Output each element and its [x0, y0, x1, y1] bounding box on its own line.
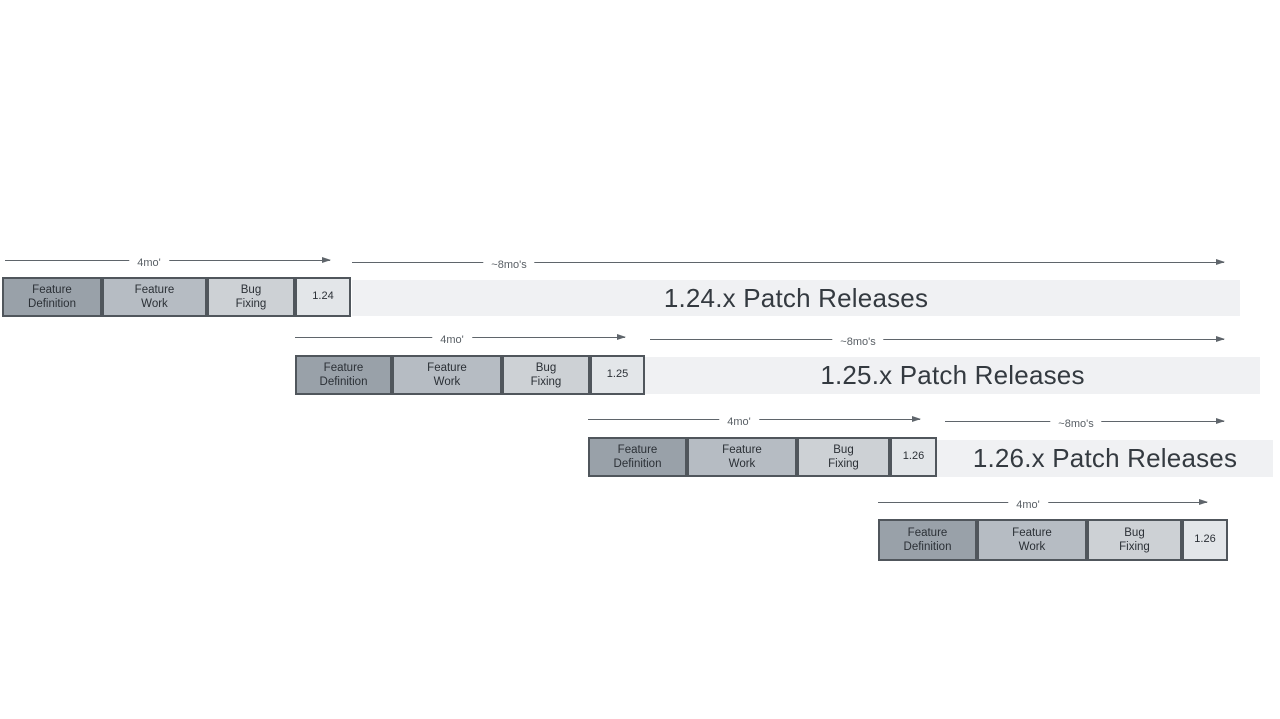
- patch-duration-arrow: ~8mo's: [352, 259, 1225, 274]
- phase-label: Feature Work: [722, 443, 762, 470]
- feature-work-box: Feature Work: [977, 519, 1087, 561]
- patch-releases-bar: 1.24.x Patch Releases: [352, 280, 1240, 316]
- version-box: 1.24: [295, 277, 351, 317]
- version-label: 1.26: [902, 450, 925, 463]
- patch-duration-label: ~8mo's: [832, 336, 884, 348]
- phase-label: Feature Definition: [903, 526, 952, 553]
- dev-duration-label: 4mo': [1008, 499, 1048, 511]
- phase-label: Bug Fixing: [530, 361, 562, 388]
- arrow-head-icon: [1199, 499, 1208, 505]
- feature-definition-box: Feature Definition: [878, 519, 977, 561]
- phase-label: Feature Definition: [319, 361, 368, 388]
- bug-fixing-box: Bug Fixing: [1087, 519, 1182, 561]
- patch-duration-label: ~8mo's: [483, 259, 535, 271]
- patch-releases-label: 1.26.x Patch Releases: [972, 443, 1238, 473]
- phase-label: Bug Fixing: [828, 443, 859, 470]
- version-label: 1.25: [606, 368, 629, 381]
- patch-releases-label: 1.24.x Patch Releases: [663, 282, 929, 313]
- dev-duration-arrow: 4mo': [878, 499, 1208, 514]
- phase-label: Feature Work: [1012, 526, 1052, 553]
- phase-label: Feature Definition: [613, 443, 662, 470]
- phase-label: Feature Work: [134, 283, 175, 310]
- feature-work-box: Feature Work: [392, 355, 502, 395]
- feature-work-box: Feature Work: [687, 437, 797, 477]
- bug-fixing-box: Bug Fixing: [502, 355, 590, 395]
- phase-label: Feature Definition: [28, 283, 76, 310]
- version-label: 1.24: [312, 290, 334, 303]
- dev-duration-arrow: 4mo': [5, 257, 331, 272]
- phase-label: Bug Fixing: [1119, 526, 1150, 553]
- dev-duration-arrow: 4mo': [295, 334, 626, 349]
- feature-definition-box: Feature Definition: [588, 437, 687, 477]
- feature-definition-box: Feature Definition: [2, 277, 102, 317]
- patch-releases-label: 1.25.x Patch Releases: [820, 360, 1085, 390]
- version-box: 1.26: [1182, 519, 1228, 561]
- dev-duration-label: 4mo': [129, 257, 169, 269]
- bug-fixing-box: Bug Fixing: [797, 437, 890, 477]
- patch-duration-label: ~8mo's: [1050, 418, 1102, 430]
- dev-duration-label: 4mo': [432, 334, 472, 346]
- phase-label: Feature Work: [427, 361, 467, 388]
- phase-label: Bug Fixing: [235, 283, 267, 310]
- arrow-line: [650, 339, 1224, 340]
- patch-releases-bar: 1.25.x Patch Releases: [645, 357, 1260, 394]
- arrow-head-icon: [1216, 259, 1225, 265]
- feature-definition-box: Feature Definition: [295, 355, 392, 395]
- patch-releases-bar: 1.26.x Patch Releases: [937, 440, 1273, 477]
- feature-work-box: Feature Work: [102, 277, 207, 317]
- version-box: 1.26: [890, 437, 937, 477]
- patch-duration-arrow: ~8mo's: [650, 336, 1225, 351]
- arrow-head-icon: [912, 416, 921, 422]
- patch-duration-arrow: ~8mo's: [945, 418, 1225, 433]
- arrow-head-icon: [1216, 336, 1225, 342]
- arrow-line: [352, 262, 1224, 263]
- arrow-head-icon: [322, 257, 331, 263]
- arrow-head-icon: [617, 334, 626, 340]
- version-label: 1.26: [1194, 533, 1216, 546]
- arrow-head-icon: [1216, 418, 1225, 424]
- bug-fixing-box: Bug Fixing: [207, 277, 295, 317]
- dev-duration-label: 4mo': [719, 416, 759, 428]
- dev-duration-arrow: 4mo': [588, 416, 921, 431]
- version-box: 1.25: [590, 355, 645, 395]
